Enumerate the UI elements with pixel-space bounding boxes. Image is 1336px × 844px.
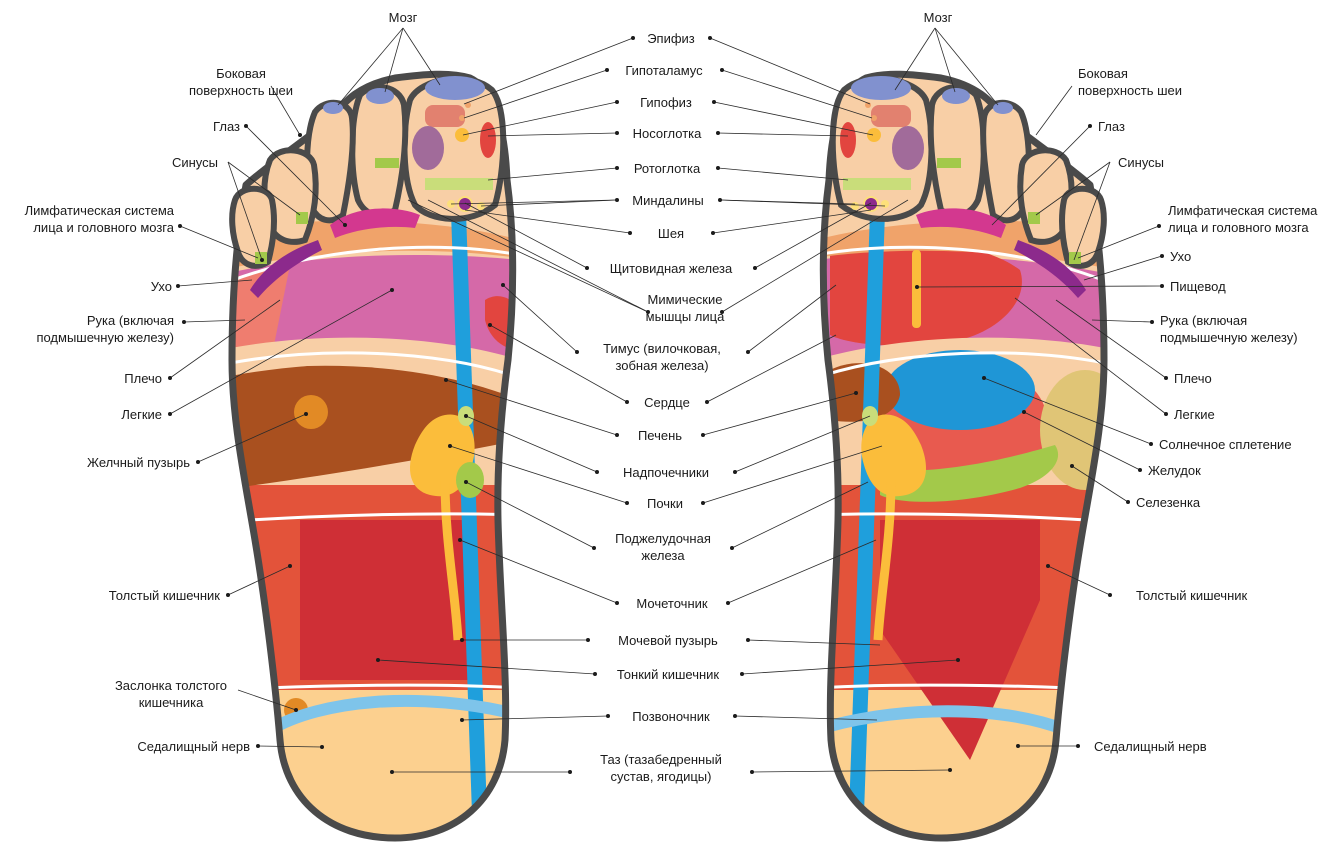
- right-thyroid: [864, 197, 878, 211]
- label-spine: Позвоночник: [632, 709, 710, 724]
- left-big-toe-tip: [425, 76, 485, 100]
- label-lungs-left: Легкие: [121, 407, 162, 422]
- left-brain-zone: [412, 126, 444, 170]
- label-sinuses-right: Синусы: [1118, 155, 1164, 170]
- label-neck: Шея: [658, 226, 684, 241]
- right-toe-3-tip: [993, 102, 1013, 114]
- left-toe-2-tip: [366, 88, 394, 104]
- label-liver: Печень: [638, 428, 682, 443]
- label-thyroid: Щитовидная железа: [610, 261, 733, 276]
- left-neck-band: [425, 178, 493, 190]
- left-gallbladder: [294, 395, 328, 429]
- left-toe-5: [232, 189, 274, 266]
- label-kidneys: Почки: [647, 496, 683, 511]
- label-solar-plexus: Солнечное сплетение: [1159, 437, 1292, 452]
- left-sinus-green: [375, 158, 399, 168]
- label-pineal: Эпифиз: [647, 31, 695, 46]
- right-toe-5: [1062, 189, 1104, 266]
- label-hypothalamus: Гипоталамус: [625, 63, 703, 78]
- right-brain-zone: [892, 126, 924, 170]
- left-pituitary: [455, 128, 469, 142]
- right-toe-2: [931, 87, 984, 215]
- label-shoulder-left: Плечо: [124, 371, 162, 386]
- label-sciatic-right: Седалищный нерв: [1094, 739, 1207, 754]
- left-toe-2: [352, 87, 405, 215]
- label-nasopharynx: Носоглотка: [633, 126, 703, 141]
- label-spleen: Селезенка: [1136, 495, 1201, 510]
- right-nasopharynx: [840, 122, 856, 158]
- left-pancreas: [456, 462, 484, 498]
- right-hypothalamus-zone: [871, 105, 911, 127]
- label-eye-left: Глаз: [213, 119, 240, 134]
- label-stomach: Желудок: [1148, 463, 1201, 478]
- right-esophagus: [912, 250, 921, 328]
- right-foot: [815, 74, 1130, 844]
- label-ear-left: Ухо: [151, 279, 172, 294]
- label-sciatic-left: Седалищный нерв: [137, 739, 250, 754]
- right-sinus-green: [937, 158, 961, 168]
- label-pituitary: Гипофиз: [640, 95, 692, 110]
- label-oropharynx: Ротоглотка: [634, 161, 701, 176]
- label-colon-left: Толстый кишечник: [109, 588, 221, 603]
- label-bladder: Мочевой пузырь: [618, 633, 718, 648]
- left-hypothalamus-zone: [425, 105, 465, 127]
- left-toe-3-tip: [323, 102, 343, 114]
- label-shoulder-right: Плечо: [1174, 371, 1212, 386]
- label-heart: Сердце: [644, 395, 690, 410]
- right-neck-band: [843, 178, 911, 190]
- label-sinuses-left: Синусы: [172, 155, 218, 170]
- left-nasopharynx: [480, 122, 496, 158]
- label-tonsils: Миндалины: [632, 193, 703, 208]
- label-brain-left: Мозг: [389, 10, 418, 25]
- label-brain-right: Мозг: [924, 10, 953, 25]
- label-adrenals: Надпочечники: [623, 465, 709, 480]
- label-ear-right: Ухо: [1170, 249, 1191, 264]
- label-gallbladder-left: Желчный пузырь: [87, 455, 190, 470]
- right-solar-plexus: [885, 350, 1035, 430]
- labels-center: Эпифиз Гипоталамус Гипофиз Носоглотка Ро…: [600, 31, 733, 784]
- right-pituitary: [867, 128, 881, 142]
- label-eye-right: Глаз: [1098, 119, 1125, 134]
- right-tonsil-2: [851, 202, 859, 210]
- right-toe-2-tip: [942, 88, 970, 104]
- label-colon-right: Толстый кишечник: [1136, 588, 1248, 603]
- label-thymus: Тимус (вилочковая,зобная железа): [603, 341, 721, 373]
- right-tonsil-1: [881, 200, 889, 208]
- label-lungs-right: Легкие: [1174, 407, 1215, 422]
- label-esophagus: Пищевод: [1170, 279, 1226, 294]
- label-ureter: Мочеточник: [636, 596, 707, 611]
- label-small-intestine: Тонкий кишечник: [617, 667, 720, 682]
